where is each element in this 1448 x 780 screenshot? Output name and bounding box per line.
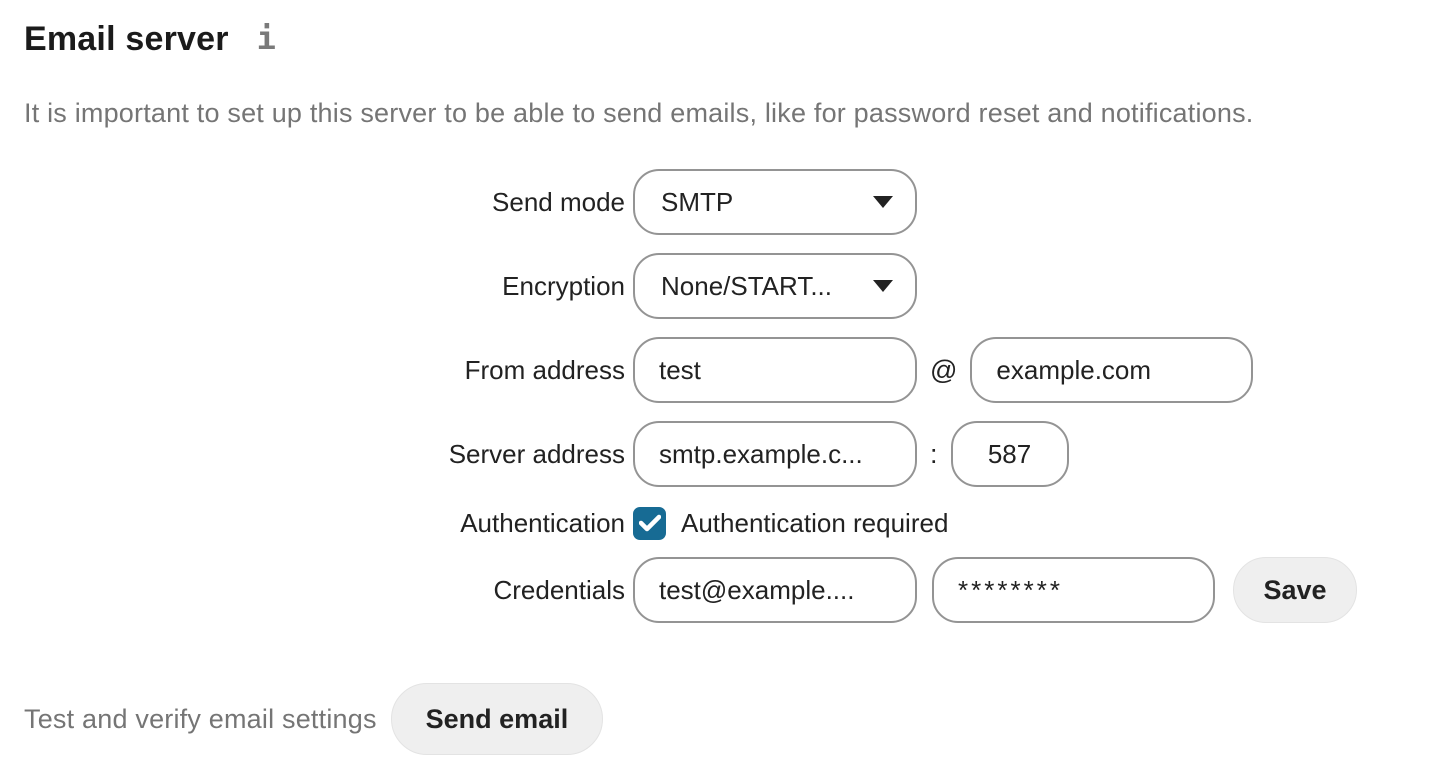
send-mode-row: Send mode SMTP (24, 169, 1424, 235)
smtp-username-input[interactable] (633, 557, 917, 623)
authentication-label: Authentication (460, 507, 625, 538)
encryption-label: Encryption (502, 270, 625, 301)
colon-separator: : (930, 438, 938, 469)
send-email-button[interactable]: Send email (390, 683, 604, 755)
test-email-text: Test and verify email settings (24, 703, 377, 734)
at-separator: @ (930, 354, 958, 385)
dropdown-arrow-icon (873, 280, 893, 292)
smtp-port-input[interactable] (950, 421, 1069, 487)
server-address-label: Server address (448, 438, 625, 469)
send-mode-select[interactable]: SMTP (633, 169, 917, 235)
section-description: It is important to set up this server to… (24, 98, 1254, 128)
smtp-host-input[interactable] (633, 421, 917, 487)
email-server-settings-section: Email server i It is important to set up… (24, 16, 1424, 755)
email-server-form: Send mode SMTP Encryption None/START... … (24, 169, 1424, 623)
test-email-row: Test and verify email settings Send emai… (24, 683, 1424, 755)
from-address-local-input[interactable] (633, 337, 917, 403)
authentication-row: Authentication Authentication required (24, 505, 1424, 541)
section-header: Email server i (24, 16, 1424, 60)
page-title: Email server (24, 20, 229, 58)
dropdown-arrow-icon (873, 196, 893, 208)
encryption-select[interactable]: None/START... (633, 253, 917, 319)
send-mode-label: Send mode (492, 186, 625, 217)
check-icon (638, 514, 661, 532)
encryption-row: Encryption None/START... (24, 253, 1424, 319)
credentials-row: Credentials Save (24, 557, 1424, 623)
from-address-row: From address @ (24, 337, 1424, 403)
authentication-checkbox[interactable] (633, 506, 666, 540)
server-address-row: Server address : (24, 421, 1424, 487)
from-address-domain-input[interactable] (970, 337, 1254, 403)
save-button[interactable]: Save (1233, 557, 1357, 623)
encryption-selected-value: None/START... (661, 270, 832, 301)
from-address-label: From address (464, 354, 625, 385)
authentication-required-label: Authentication required (681, 507, 949, 538)
smtp-password-input[interactable] (932, 557, 1215, 623)
credentials-label: Credentials (493, 574, 625, 605)
send-mode-selected-value: SMTP (661, 186, 734, 217)
info-icon[interactable]: i (256, 19, 276, 57)
